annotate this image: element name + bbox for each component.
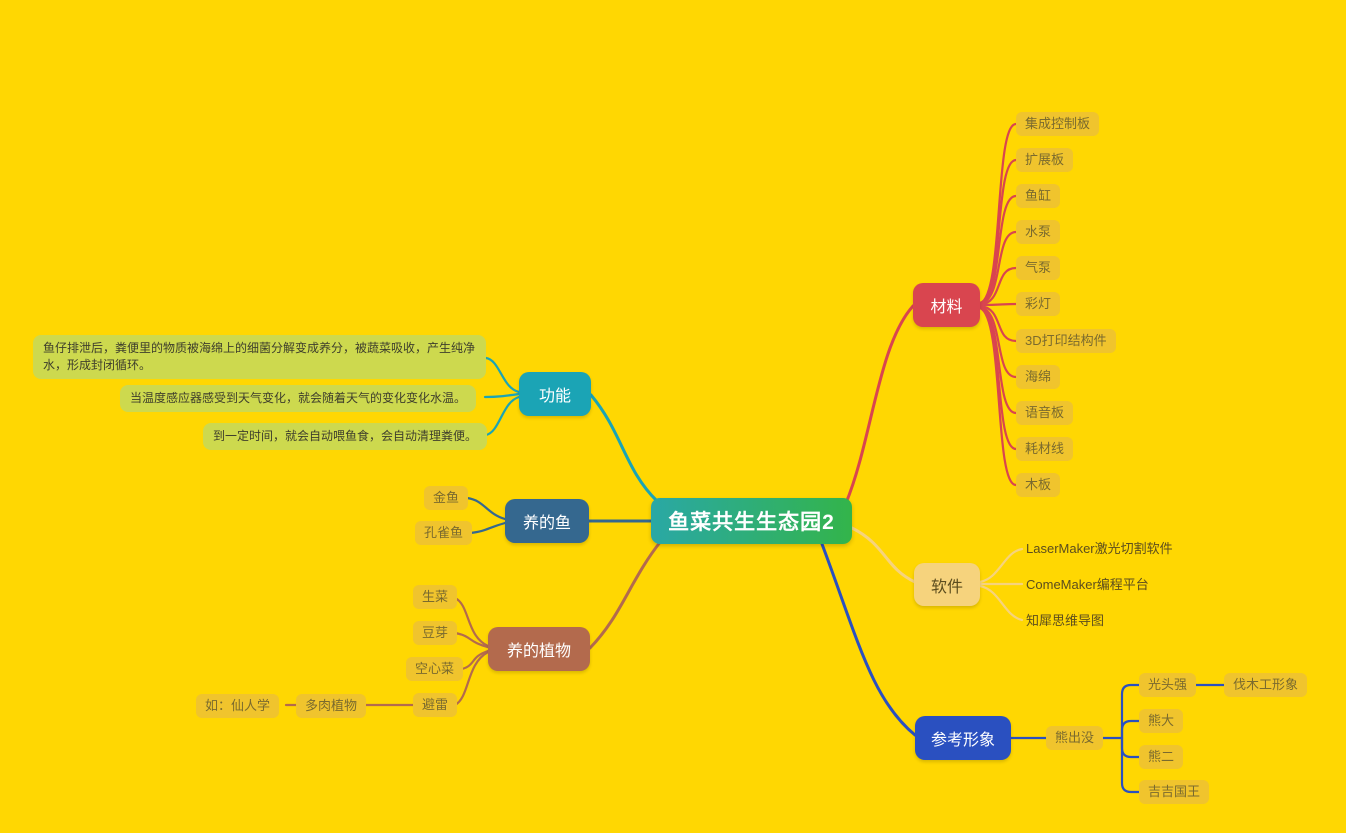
- branch-functions[interactable]: 功能: [519, 372, 591, 416]
- plant-item[interactable]: 空心菜: [406, 657, 464, 681]
- function-note[interactable]: 到一定时间，就会自动喂鱼食，会自动清理粪便。: [203, 423, 488, 450]
- fish-item[interactable]: 孔雀鱼: [415, 521, 473, 545]
- plant-succulent[interactable]: 多肉植物: [296, 694, 367, 718]
- material-item[interactable]: 彩灯: [1016, 292, 1061, 316]
- branch-plants[interactable]: 养的植物: [488, 627, 590, 671]
- branch-fish[interactable]: 养的鱼: [505, 499, 589, 543]
- material-item[interactable]: 扩展板: [1016, 148, 1074, 172]
- plant-item[interactable]: 生菜: [413, 585, 458, 609]
- fish-item[interactable]: 金鱼: [424, 486, 469, 510]
- branch-references[interactable]: 参考形象: [915, 716, 1011, 760]
- plant-succulent-example[interactable]: 如：仙人学: [196, 694, 280, 718]
- software-connectors: [850, 526, 1024, 622]
- central-topic[interactable]: 鱼菜共生生态园2: [651, 498, 852, 544]
- material-item[interactable]: 鱼缸: [1016, 184, 1061, 208]
- materials-connectors: [844, 122, 1018, 505]
- material-item[interactable]: 集成控制板: [1016, 112, 1100, 136]
- plant-item[interactable]: 豆芽: [413, 621, 458, 645]
- reference-item[interactable]: 熊大: [1139, 709, 1184, 733]
- material-item[interactable]: 语音板: [1016, 401, 1074, 425]
- material-item[interactable]: 耗材线: [1016, 437, 1074, 461]
- material-item[interactable]: 木板: [1016, 473, 1061, 497]
- function-note[interactable]: 当温度感应器感受到天气变化，就会随着天气的变化变化水温。: [120, 385, 477, 412]
- material-item[interactable]: 气泵: [1016, 256, 1061, 280]
- references-connectors: [820, 542, 1226, 794]
- branch-software[interactable]: 软件: [914, 563, 980, 606]
- material-item[interactable]: 海绵: [1016, 365, 1061, 389]
- software-item[interactable]: LaserMaker激光切割软件: [1026, 541, 1173, 556]
- material-item[interactable]: 3D打印结构件: [1016, 329, 1116, 353]
- function-note[interactable]: 鱼仔排泄后，粪便里的物质被海绵上的细菌分解变成养分，被蔬菜吸收，产生纯净水，形成…: [33, 335, 486, 379]
- reference-item[interactable]: 熊二: [1139, 745, 1184, 769]
- reference-item[interactable]: 光头强: [1139, 673, 1197, 697]
- functions-connectors: [483, 356, 659, 503]
- plants-connectors: [284, 539, 663, 707]
- software-item[interactable]: ComeMaker编程平台: [1026, 577, 1149, 592]
- reference-group[interactable]: 熊出没: [1046, 726, 1104, 750]
- reference-item[interactable]: 吉吉国王: [1139, 780, 1210, 804]
- plant-item[interactable]: 避雷: [413, 693, 458, 717]
- software-item[interactable]: 知犀思维导图: [1026, 613, 1105, 628]
- reference-sub-item[interactable]: 伐木工形象: [1224, 673, 1308, 697]
- fish-connectors: [465, 496, 653, 535]
- branch-materials[interactable]: 材料: [913, 283, 980, 327]
- material-item[interactable]: 水泵: [1016, 220, 1061, 244]
